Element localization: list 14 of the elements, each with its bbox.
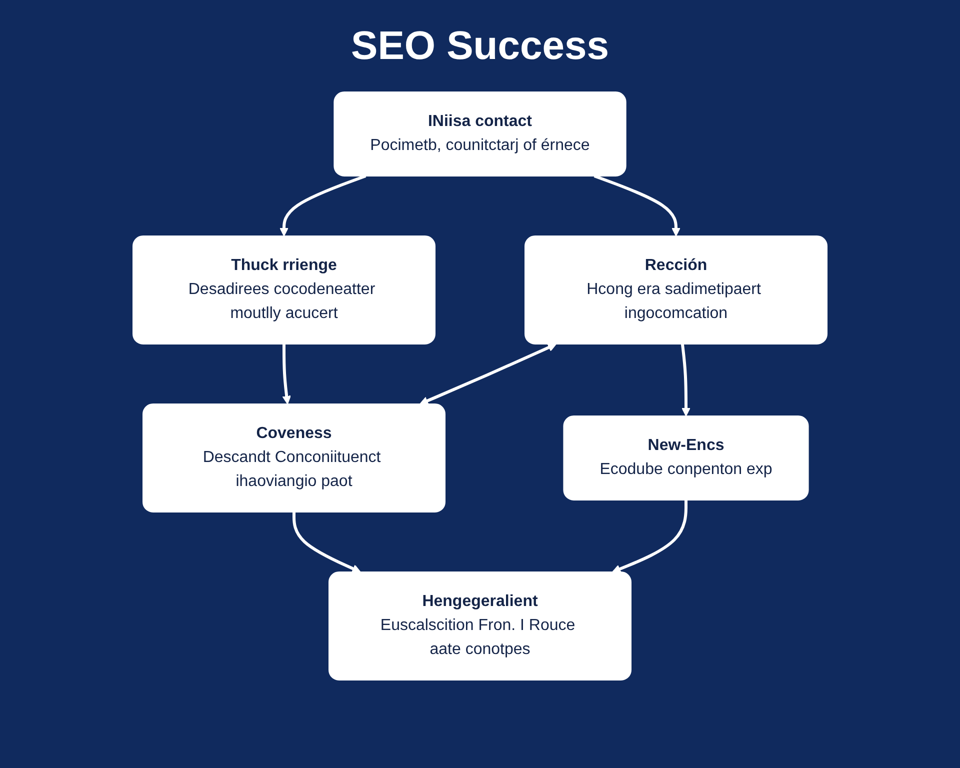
arrow bbox=[280, 174, 366, 236]
node-box: Rección Hcong era sadimetipaert ingocomcation bbox=[524, 236, 828, 344]
node-box: New-Encs Ecodube conpenton exp bbox=[563, 416, 809, 500]
node-box: Thuck rrienge Desadirees cocodeneatter moutlly acucert bbox=[132, 236, 436, 344]
arrow bbox=[680, 344, 690, 416]
arrow bbox=[594, 174, 680, 236]
arrow bbox=[292, 512, 361, 573]
node-box: Coveness Descandt Conconiituenct ihaoviangio paot bbox=[142, 404, 446, 512]
arrow bbox=[420, 343, 556, 405]
node-box: INiisa contact Pocimetb, counitctarj of érnece bbox=[334, 92, 626, 176]
arrow bbox=[612, 500, 688, 574]
node-box: Hengegeralient Euscalscition Fron. I Rouce aate conotpes bbox=[328, 572, 632, 680]
arrow bbox=[282, 344, 291, 404]
title: SEO Success bbox=[350, 24, 610, 68]
